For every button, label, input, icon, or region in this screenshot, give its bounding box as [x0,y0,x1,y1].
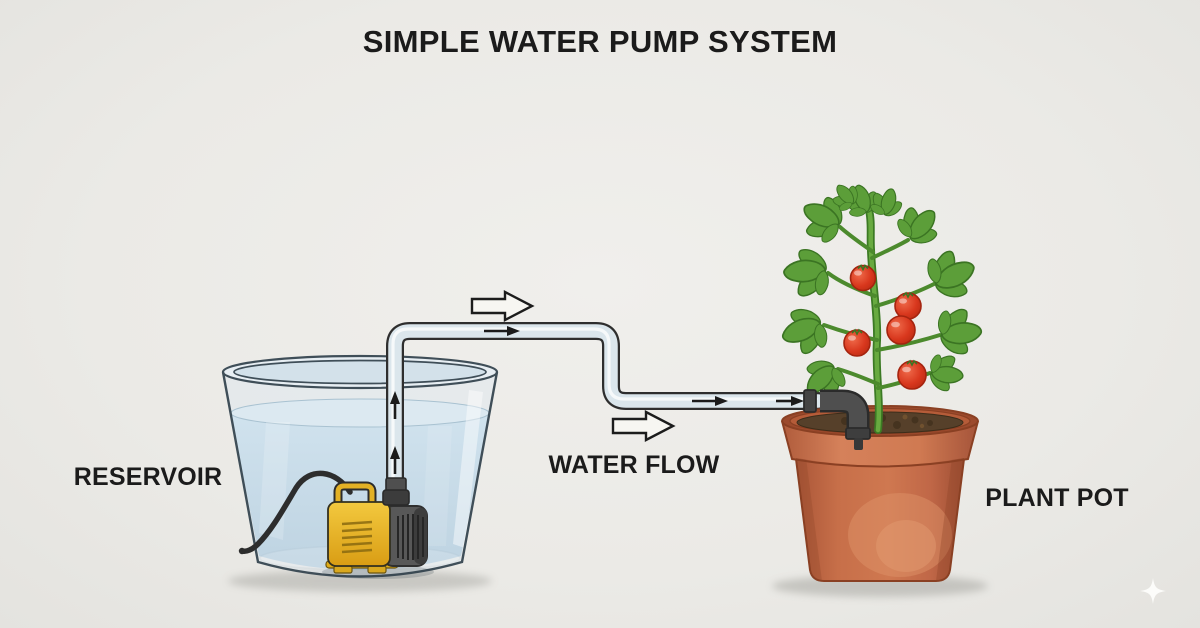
tube-arrow-right [484,326,520,336]
sparkle-icon [1140,578,1166,604]
tomato [897,359,927,390]
flow-arrows [390,326,804,474]
cord-end [238,547,246,555]
pump-tube-connector [382,477,410,506]
water-streak [422,426,452,546]
label-plant-pot: PLANT POT [985,484,1129,512]
tube-arrow-up [390,446,400,474]
submersible-pump [238,470,434,579]
pump-foot [367,565,387,574]
container-outline [221,371,499,578]
rim-inner-fill [234,360,486,384]
rim-inner-line [233,359,487,385]
pump-foot [333,565,353,574]
label-reservoir: RESERVOIR [73,463,223,491]
tube-arrow-up [390,391,400,419]
tomatoes [843,264,927,390]
block-arrow-right-bottom [611,410,676,442]
pot-shading [796,458,964,581]
tomato-plant [778,178,984,434]
pump-handle-fill [335,483,375,506]
tomato [894,291,922,320]
tube-arrow-right [776,396,804,406]
tomato [843,328,871,357]
label-water-flow: WATER FLOW [548,451,720,479]
rim-outer-line [221,354,499,390]
water-tube [386,322,827,501]
branches [822,225,942,390]
power-cord [239,470,353,554]
leaves [778,178,984,408]
pump-body [327,501,391,567]
reservoir-shadow [228,570,492,592]
block-arrow-right-top [470,290,535,322]
elbow-fitting [803,389,871,450]
tomato [886,315,916,345]
glass-reflection [453,390,483,548]
diagram-title: SIMPLE WATER PUMP SYSTEM [362,24,838,59]
tomato [849,264,877,292]
tube-arrow-right [692,396,728,406]
